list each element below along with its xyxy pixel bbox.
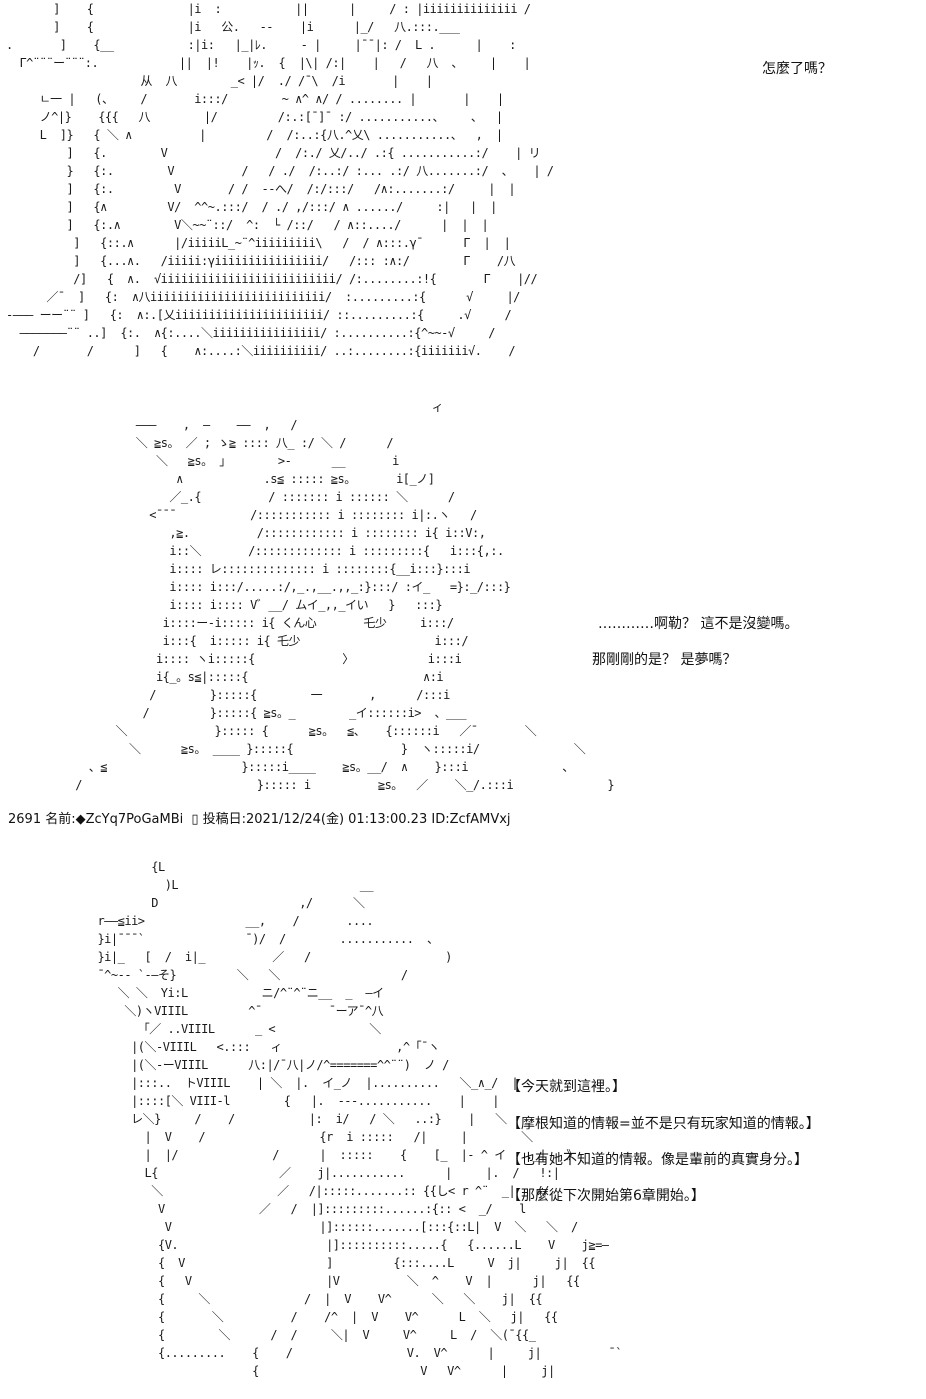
post-number: 2691 [8,812,42,827]
dialogue-line: 怎麼了嗎？ [762,61,832,77]
dialogue-line: …………啊勒？ 這不是沒變嗎。 [598,616,799,632]
dialogue-line: 那剛剛的是？ 是夢嗎？ [592,652,737,668]
ascii-art-figure-bottom: {L )L __ D ,/ ＼ r——≦ii> __, / .... }i|¯¯… [97,860,622,1378]
separator-glyph: ▯ [191,812,199,827]
name-label: 名前: [45,812,76,827]
post-id[interactable]: ID:ZcfAMVxj [431,812,511,827]
author-note: 【今天就到這裡。】 [507,1079,626,1095]
author-note: 【那麼從下次開始第6章開始。】 [507,1188,705,1204]
post-header: 2691 名前:◆ZcYq7PoGaMBi ▯投稿日:2021/12/24(金)… [8,811,511,829]
date-label: 投稿日: [202,812,246,827]
ascii-art-figure-middle: ィ ——— , — —— , / ＼ ≧s。 ／ ; ゝ≧ :::: 八_ :/… [75,400,615,792]
post-date: 2021/12/24(金) 01:13:00.23 [245,812,428,827]
author-note: 【摩根知道的情報=並不是只有玩家知道的情報。】 [507,1116,820,1132]
author-note: 【也有她不知道的情報。像是輩前的真實身分。】 [507,1152,808,1168]
ascii-art-figure-top: ] { |i : || | / : |iiiiiiiiiiiiii / ] { … [6,2,554,358]
poster-name[interactable]: ◆ZcYq7PoGaMBi [75,812,184,827]
